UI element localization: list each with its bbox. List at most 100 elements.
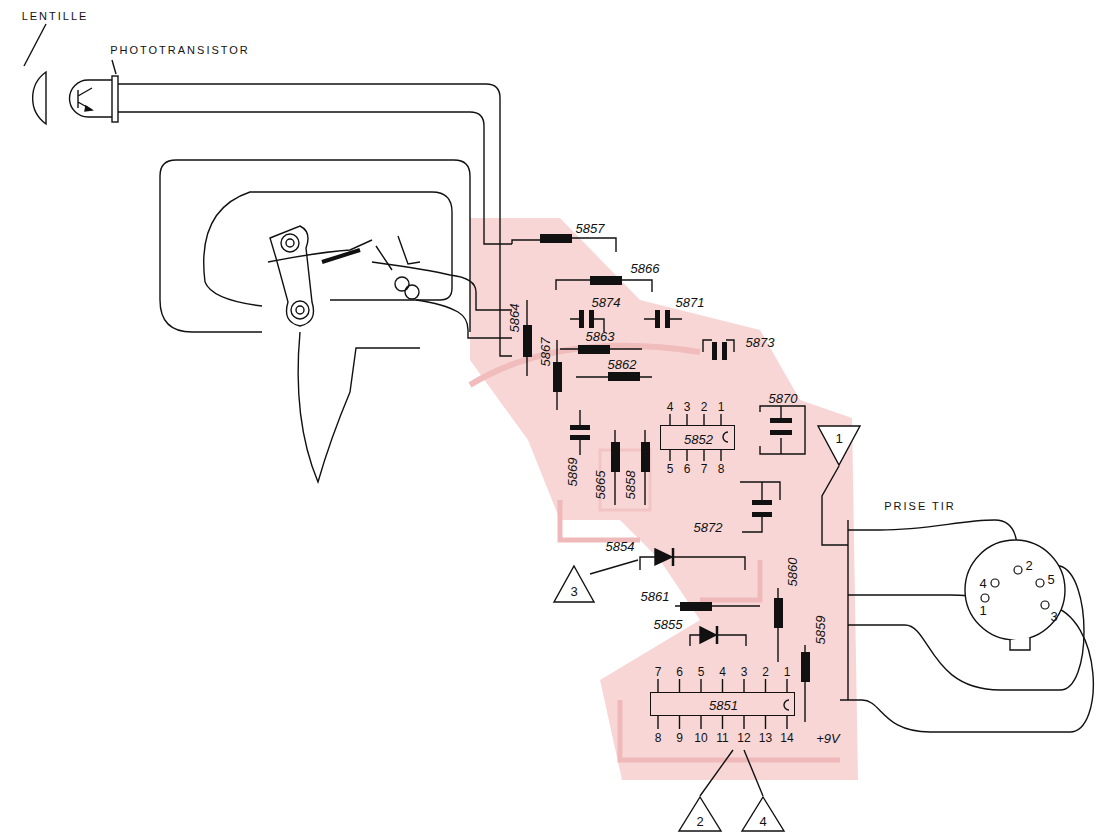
component-number: 5867 [539,338,552,367]
component-number: 5872 [694,521,723,534]
component-number: 5865 [594,471,607,500]
pin-number: 1 [718,401,725,413]
phototransistor-body [70,80,113,117]
pin-number: 2 [701,401,708,413]
pin-number: 1 [979,604,986,617]
drawing [24,24,1093,796]
pin-number: 2 [762,666,769,678]
pin-number: 6 [684,463,691,475]
ic-notch [784,700,789,710]
resistor-symbol [774,598,783,628]
diode-symbol [700,627,716,643]
wire [372,262,512,310]
component-number: 5874 [592,296,621,309]
pin-number: 13 [759,732,772,744]
pin-number: 12 [737,732,750,744]
connector-title: PRISE TIR [884,501,956,512]
wire [840,605,1093,732]
capacitor-symbol [770,418,792,423]
resistor-symbol [553,362,562,392]
component-number: 5869 [566,458,579,487]
resistor-symbol [680,602,712,611]
resistor-symbol [540,234,572,243]
callout-number: 4 [759,815,766,828]
pin-number: 2 [1025,559,1032,572]
callout-triangle: 2 [678,796,722,832]
leader-line [590,560,638,574]
pin-number: 3 [741,666,748,678]
component-number: 5871 [676,296,705,309]
connector-socket: PRISE TIR42513 [963,538,1067,642]
pin-number: 7 [655,666,662,678]
resistor-symbol [641,442,650,472]
pin-number: 9 [676,732,683,744]
wire [416,300,512,338]
ic-number: 5851 [709,699,738,712]
capacitor-symbol [752,500,772,505]
resistor-symbol [590,276,622,285]
capacitor-symbol [579,310,584,328]
pin-number: 4 [719,666,726,678]
trigger [298,332,420,482]
component-number: 5866 [631,262,660,275]
leader-line [112,60,116,74]
resistor-symbol [523,325,532,357]
pin-number: 5 [698,666,705,678]
component-number: 5857 [576,222,605,235]
leader-line [744,750,763,796]
pcb-background [470,218,858,780]
capacitor-symbol [570,425,590,430]
ic-chip: 5851 [650,692,795,716]
diode-symbol [655,549,672,565]
components [523,234,810,682]
part-label: PHOTOTRANSISTOR [110,45,250,56]
leader-line [24,24,46,66]
pin-number: 1 [784,666,791,678]
supply-label: +9V [816,732,840,745]
component-number: 5861 [641,590,670,603]
pin-number: 4 [667,401,674,413]
resistor-symbol [608,372,640,381]
component-number: 5860 [786,558,799,587]
component-number: 5863 [586,330,615,343]
component-number: 5870 [769,392,798,405]
component-number: 5858 [624,471,637,500]
lens [33,72,46,124]
pin-number: 5 [667,463,674,475]
leader-line [822,466,848,545]
pin-number: 7 [701,463,708,475]
ic-chip: 5852 [660,425,735,450]
trigger-housing [160,160,470,332]
component-number: 5854 [606,540,635,553]
callout-number: 3 [570,585,577,598]
lever [270,226,314,326]
ic-notch [723,432,728,442]
component-number: 5862 [608,358,637,371]
ic-number: 5852 [684,432,713,445]
callout-triangle: 3 [553,565,595,603]
component-number: 5859 [814,616,827,645]
connector-socket-outline [963,538,1067,642]
resistor-symbol [801,652,810,682]
resistor-symbol [578,345,610,354]
resistor-symbol [611,442,620,472]
capacitor-symbol [655,310,660,328]
pin-number: 14 [780,732,793,744]
callout-number: 1 [835,432,842,445]
part-label: LENTILLE [22,11,89,22]
pin-number: 8 [655,732,662,744]
wire [848,595,982,598]
wire [118,112,512,244]
capacitor-symbol [712,342,717,360]
leader-line [700,750,733,796]
component-number: 5873 [746,336,775,349]
pin-number: 8 [718,463,725,475]
callout-triangle: 4 [741,796,785,832]
pin-number: 3 [1050,610,1057,623]
component-number: 5864 [508,304,521,333]
callout-triangle: 1 [817,425,861,466]
pin-number: 5 [1047,573,1054,586]
pin-number: 4 [979,577,986,590]
